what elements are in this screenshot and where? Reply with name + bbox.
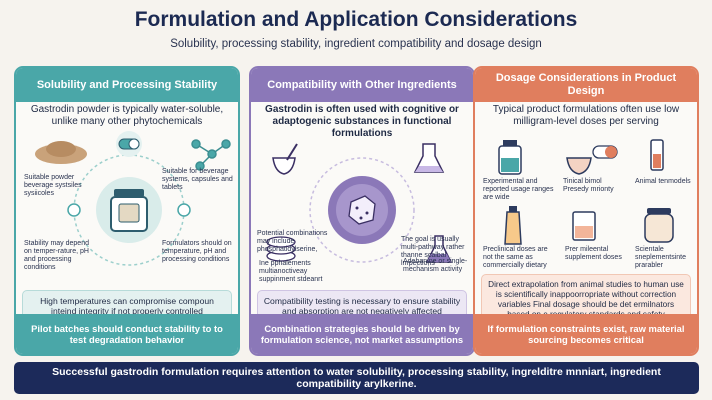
ingredient-hub-icon	[328, 176, 396, 244]
note-supplement: Prer mileental supplement doses	[565, 246, 622, 262]
mortar-pestle-icon	[566, 157, 592, 175]
powder-pile-icon	[35, 141, 87, 164]
panel-intro: Gastrodin is often used with cognitive o…	[265, 104, 459, 139]
panel-footer: Combination strategies should be driven …	[251, 314, 473, 354]
panel-intro: Typical product formulations often use l…	[492, 104, 680, 127]
note-scientific: Scientale sneplementsinte prarabler	[635, 246, 686, 270]
panel-illustration	[266, 143, 453, 263]
panel-heading: Solubility and Processing Stability	[16, 68, 238, 102]
note-adebanine: Adebanine or single-mechanism activity	[403, 258, 468, 274]
panel-compatibility: Compatibility with Other Ingredients Gas…	[249, 66, 475, 356]
jar-icon	[96, 177, 162, 243]
flask-icon	[413, 143, 445, 173]
panel-illustration	[498, 139, 674, 245]
pill-stack-icon	[266, 236, 296, 262]
note-animal: Animal tenmodels	[635, 178, 691, 185]
panel-illustration	[35, 131, 231, 266]
note-stability: Stability may depend on temper-rature, p…	[24, 240, 89, 272]
capsule-icon	[116, 131, 142, 157]
panel-heading: Dosage Considerations in Product Design	[475, 68, 697, 102]
bottle-icon	[504, 206, 522, 245]
note-goal: The goal is usually multi-pathway rather…	[401, 236, 465, 268]
page-title: Formulation and Application Consideratio…	[134, 8, 578, 31]
panel-intro: Gastrodin powder is typically water-solu…	[30, 104, 224, 127]
vial-icon	[498, 140, 522, 175]
note-experimental: Experimental and reported usage ranges a…	[483, 178, 554, 202]
panel-dosage: Dosage Considerations in Product Design …	[473, 66, 699, 356]
panel-footer: If formulation constraints exist, raw ma…	[475, 314, 697, 354]
note-clinical: Tinical bimol Presedy mrionty	[563, 178, 614, 194]
note-beverage: Suitable for beverage systems, capsules …	[162, 168, 233, 192]
flask-icon	[425, 235, 453, 263]
note-combinations: Potential combinations may include phosp…	[257, 230, 328, 254]
mortar-icon	[272, 143, 298, 175]
page-subtitle: Solubility, processing stability, ingred…	[170, 38, 542, 50]
panel-solubility: Solubility and Processing Stability Gast…	[14, 66, 240, 356]
summary-banner: Successful gastrodin formulation require…	[14, 362, 699, 394]
note-formulators: Formulators should on temperature, pH an…	[162, 240, 232, 264]
jar-icon	[644, 208, 674, 243]
note-powder: Suitable powder beverage systsiles sysii…	[24, 174, 82, 198]
note-preclinical: Preclinical doses are not the same as co…	[483, 246, 548, 270]
capsule-icon	[592, 145, 618, 159]
beaker-icon	[572, 211, 596, 241]
molecule-icon	[191, 139, 231, 171]
panel-heading: Compatibility with Other Ingredients	[251, 68, 473, 102]
panel-footer: Pilot batches should conduct stability t…	[16, 314, 238, 354]
note-supplements: Ine pphalements multianoctiveay suppinme…	[259, 260, 323, 284]
sample-tube-icon	[650, 139, 664, 171]
